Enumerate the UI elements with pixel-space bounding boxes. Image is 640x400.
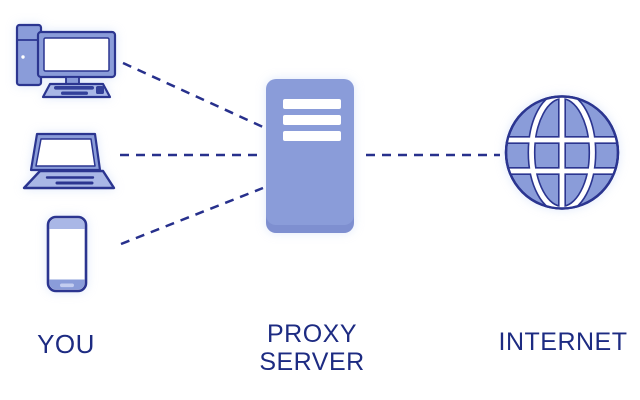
connection-phone-to-proxy: [120, 186, 264, 246]
phone-top-band: [49, 218, 85, 229]
connections: [120, 61, 500, 246]
server-vent-bar: [283, 99, 341, 109]
globe-grid: [507, 97, 617, 208]
laptop-base: [22, 169, 116, 190]
label-internet: INTERNET: [498, 328, 628, 356]
smartphone-icon: [46, 215, 88, 293]
server-vent-bar: [283, 115, 341, 125]
desktop-computer-icon: [15, 23, 117, 99]
globe-meridians-side: [529, 97, 595, 208]
phone-home-button: [60, 283, 74, 288]
globe-rim: [504, 95, 620, 210]
desktop-keyboard-spacebar: [61, 91, 88, 95]
desktop-monitor-screen: [43, 37, 110, 72]
connection-desktop-to-proxy: [122, 61, 264, 129]
server-vent-bar: [283, 131, 341, 141]
desktop-keyboard-keys: [54, 86, 94, 90]
label-you: YOU: [37, 329, 95, 359]
phone-body: [46, 215, 88, 293]
globe-icon: [504, 95, 620, 210]
label-proxy-server: PROXY SERVER: [259, 320, 365, 376]
laptop-screen: [35, 138, 96, 167]
laptop-icon: [22, 132, 116, 190]
desktop-power-button: [21, 55, 25, 59]
desktop-keyboard-numpad: [96, 86, 104, 94]
proxy-server-icon: [266, 79, 354, 233]
